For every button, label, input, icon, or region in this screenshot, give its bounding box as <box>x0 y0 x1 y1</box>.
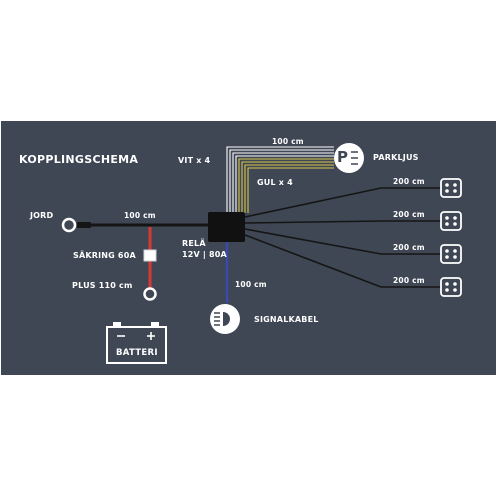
white-yellow-wire-bundle <box>226 146 334 213</box>
jord-label: JORD <box>30 211 54 220</box>
jord-length-label: 100 cm <box>124 211 156 220</box>
plus-ring-terminal <box>143 287 157 301</box>
four-pin-connector-icon <box>440 178 462 198</box>
rela-spec-label: 12V | 80A <box>182 250 227 259</box>
yellow-wires-label: GUL x 4 <box>257 178 293 187</box>
park-wire-length-label: 100 cm <box>272 137 304 146</box>
parkljus-label: PARKLJUS <box>373 153 419 162</box>
output-length-label: 200 cm <box>393 243 425 252</box>
diagram-title: KOPPLINGSCHEMA <box>19 153 139 166</box>
wiring-diagram-panel: KOPPLINGSCHEMA VIT x 4 100 cm GUL x 4 PA… <box>1 121 496 375</box>
ground-terminal-crimp <box>77 222 91 228</box>
four-pin-connector-icon <box>440 277 462 297</box>
signal-length-label: 100 cm <box>235 280 267 289</box>
four-pin-connector-icon <box>440 244 462 264</box>
output-length-label: 200 cm <box>393 276 425 285</box>
parking-light-icon <box>334 143 364 173</box>
headlight-icon <box>210 304 240 334</box>
white-wires-label: VIT x 4 <box>178 156 211 165</box>
relay-box-icon <box>208 212 245 242</box>
output-connectors <box>440 178 462 297</box>
fuse-icon <box>143 249 157 262</box>
sakring-label: SÄKRING 60A <box>73 251 136 260</box>
park-symbol-letter: P <box>337 148 348 166</box>
ground-ring-terminal <box>61 217 77 233</box>
wiring-diagram <box>61 143 462 364</box>
output-length-label: 200 cm <box>393 210 425 219</box>
four-pin-connector-icon <box>440 211 462 231</box>
plus-label: PLUS 110 cm <box>72 281 133 290</box>
signalkabel-label: SIGNALKABEL <box>254 315 319 324</box>
output-wires <box>244 187 441 288</box>
rela-label: RELÄ <box>182 239 206 248</box>
output-length-label: 200 cm <box>393 177 425 186</box>
batteri-label: BATTERI <box>116 348 158 358</box>
battery-icon <box>106 322 167 364</box>
